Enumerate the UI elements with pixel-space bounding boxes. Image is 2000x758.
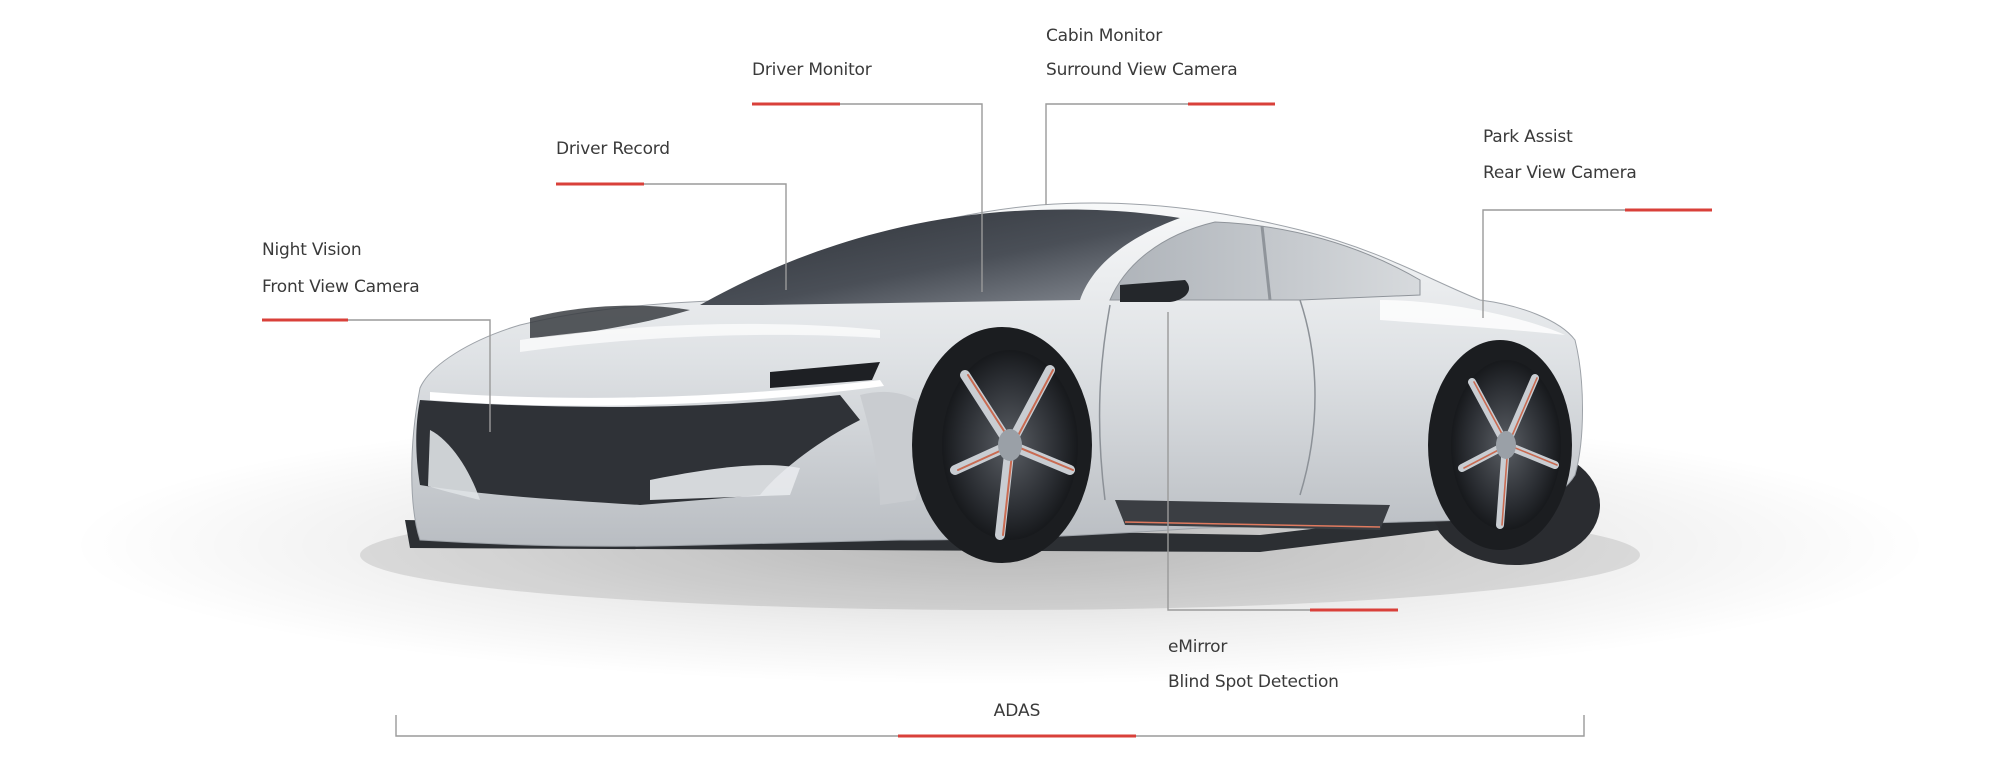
label-night-vision: Night Vision [262,240,362,260]
label-park-assist: Park Assist [1483,127,1573,147]
label-cabin-monitor: Cabin Monitor [1046,26,1163,46]
rear-wheel [1428,340,1572,550]
adas-bracket [395,715,1585,737]
windshield [700,209,1180,305]
leader-line [262,319,491,432]
label-surround-view-camera: Surround View Camera [1046,60,1238,80]
label-emirror: eMirror [1168,637,1228,657]
label-front-view-camera: Front View Camera [262,277,420,297]
leader-line [1482,209,1712,318]
front-wheel [912,327,1092,563]
leader-line [556,183,787,290]
label-driver-monitor: Driver Monitor [752,60,872,80]
label-blind-spot-detection: Blind Spot Detection [1168,672,1339,692]
label-driver-record: Driver Record [556,139,670,159]
label-rear-view-camera: Rear View Camera [1483,163,1637,183]
leader-line [1045,103,1275,205]
leader-line [1167,312,1398,611]
label-adas: ADAS [993,701,1041,721]
